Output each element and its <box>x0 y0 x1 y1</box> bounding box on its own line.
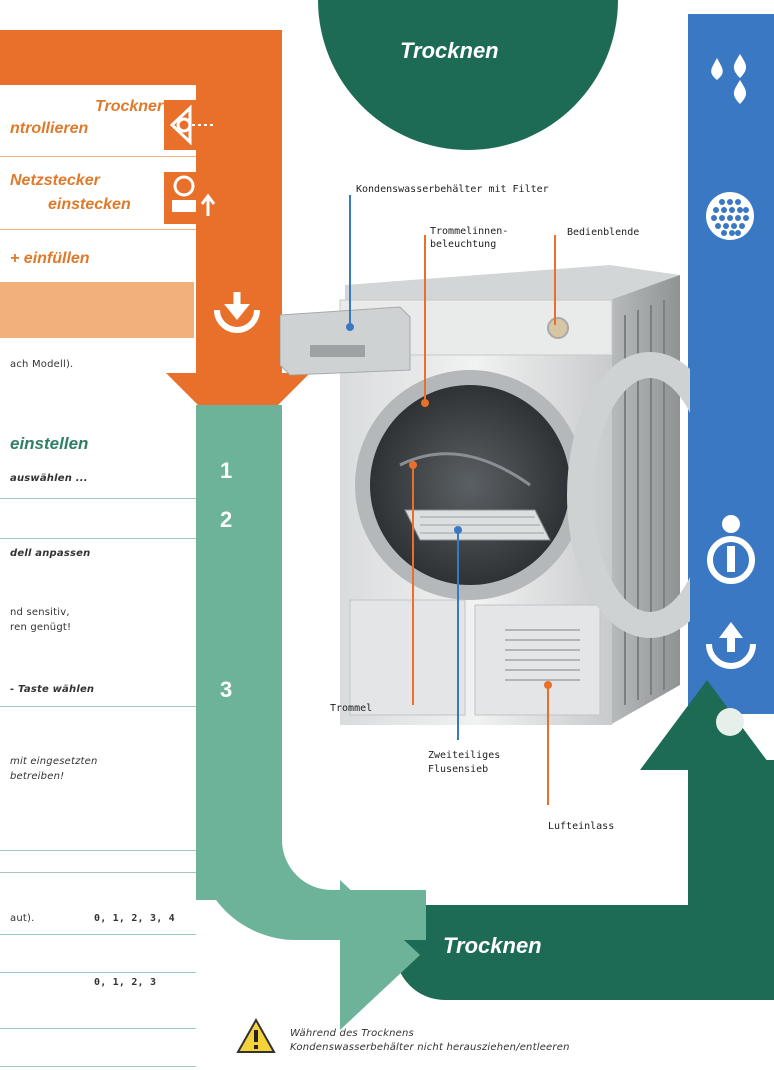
water-drops-icon <box>711 54 747 104</box>
section-title: einstellen <box>10 434 89 453</box>
download-arrow-icon <box>214 292 260 333</box>
bottom-green-band <box>395 905 774 1000</box>
divider <box>0 972 196 973</box>
header-title: Trocknen <box>400 38 499 63</box>
callout-air-inlet: Lufteinlass <box>548 821 615 832</box>
callout-drum: Trommel <box>330 703 373 714</box>
callout-drum-light-1: Trommelinnen- <box>430 226 509 237</box>
green-curve-inner <box>282 840 442 890</box>
callout-lines <box>346 195 556 805</box>
divider <box>0 1028 196 1029</box>
callout-control-panel: Bedienblende <box>567 227 640 238</box>
callout-lint-filter-1: Zweiteiliges <box>428 750 501 761</box>
top-header-semicircle <box>318 0 618 150</box>
item3-line2: ren genügt! <box>10 622 72 633</box>
item1: auswählen ... <box>10 473 88 484</box>
callout-drum-light-2: beleuchtung <box>430 239 497 250</box>
step2-title-line1: Netzstecker <box>10 172 100 189</box>
step1-title-line1: Trockner <box>95 98 164 115</box>
step-number-2: 2 <box>220 507 233 532</box>
item5-line1: mit eingesetzten <box>10 756 98 767</box>
warning-icon <box>236 1018 276 1053</box>
step1-title-line2: ntrollieren <box>10 120 89 137</box>
item5-line2: betreiben! <box>10 771 65 782</box>
callout-condensate: Kondenswasserbehälter mit Filter <box>356 184 549 195</box>
divider <box>0 156 196 157</box>
dryer-illustration <box>280 265 690 725</box>
step-number-1: 1 <box>220 458 233 483</box>
divider <box>0 1066 196 1067</box>
row2-values: 0, 1, 2, 3 <box>94 977 157 988</box>
right-sidebar <box>688 14 774 714</box>
item4: - Taste wählen <box>10 684 95 695</box>
item2: dell anpassen <box>10 548 91 559</box>
item3-line1: nd sensitiv, <box>10 607 70 618</box>
bottom-band-title: Trocknen <box>443 933 542 958</box>
green-vertical-flow <box>196 405 282 900</box>
plug-icon <box>172 175 216 216</box>
divider <box>0 850 196 851</box>
step3-title: + einfüllen <box>10 250 90 267</box>
light-orange-bar <box>0 282 194 338</box>
green-right-arrow-head <box>340 880 420 1030</box>
up-arrow-head <box>640 680 774 770</box>
info-icon <box>707 515 755 584</box>
row1-label: aut). <box>10 913 35 924</box>
row1-values: 0, 1, 2, 3, 4 <box>94 913 175 924</box>
circle-icon <box>716 708 744 736</box>
divider <box>0 934 196 935</box>
callout-lint-filter-2: Flusensieb <box>428 764 489 775</box>
warning-line1: Während des Trocknens <box>290 1028 414 1039</box>
eye-icon <box>169 104 214 146</box>
step-number-3: 3 <box>220 677 233 702</box>
divider <box>0 229 196 230</box>
divider <box>0 706 196 707</box>
divider <box>0 498 196 499</box>
upload-icon <box>706 622 756 669</box>
divider <box>0 538 196 539</box>
warning-line2: Kondenswasserbehälter nicht herausziehen… <box>290 1042 570 1053</box>
filter-dots-icon <box>706 192 754 240</box>
note-model: ach Modell). <box>10 359 74 370</box>
divider <box>0 872 196 873</box>
step2-title-line2: einstecken <box>48 196 131 213</box>
